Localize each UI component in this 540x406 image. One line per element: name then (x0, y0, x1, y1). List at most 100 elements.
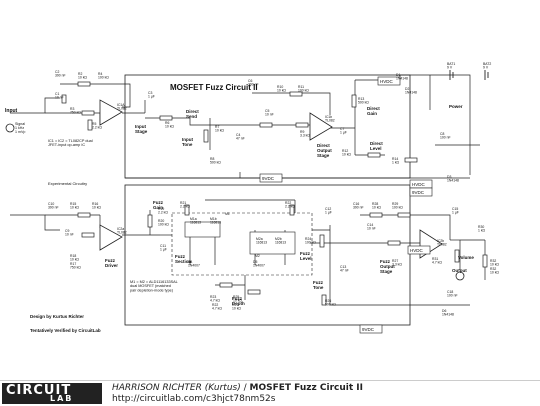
signal-source (5, 123, 15, 133)
output-meter (455, 271, 465, 281)
schematic-sheet: MOSFET Fuzz Circuit II (5, 62, 500, 334)
label-design: Design by Kurtus Richter (30, 314, 84, 319)
svg-text:9VDC: 9VDC (362, 327, 375, 332)
component-glyphs (61, 81, 488, 306)
label-input: Input (5, 108, 18, 114)
circuitlab-logo[interactable]: CIRCUIT LAB (2, 383, 102, 404)
wires (10, 74, 486, 306)
battery-symbols (449, 70, 489, 80)
label-power: Power (449, 104, 463, 109)
opamp-ic2a (99, 224, 123, 251)
component-m1: M1 (225, 212, 230, 216)
footer-bar: CIRCUIT LAB HARRISON RICHTER (Kurtus) / … (0, 380, 540, 406)
mosfet-boxes (184, 221, 296, 255)
svg-text:9VDC: 9VDC (262, 176, 275, 181)
footer-credit: HARRISON RICHTER (Kurtus) / MOSFET Fuzz … (112, 383, 363, 393)
svg-text:HVDC: HVDC (412, 182, 426, 187)
svg-text:9VDC: 9VDC (412, 190, 425, 195)
circuit-url[interactable]: http://circuitlab.com/c3hjct78nm52s (112, 394, 276, 404)
author-name[interactable]: HARRISON RICHTER (Kurtus) (112, 383, 241, 393)
circuit-title: MOSFET Fuzz Circuit II (170, 83, 258, 92)
circuit-name[interactable]: MOSFET Fuzz Circuit II (249, 383, 363, 393)
fuzz-inner-box (171, 212, 313, 276)
label-output: Output (452, 268, 467, 273)
opamp-ic1a (99, 99, 123, 126)
component-m2: M2 (255, 254, 260, 258)
voltage-tags: HVDC 9VDC HVDC 9VDC 9VDC HVDC (259, 76, 433, 334)
opamp-ic1b (309, 112, 333, 141)
svg-text:HVDC: HVDC (380, 79, 394, 84)
